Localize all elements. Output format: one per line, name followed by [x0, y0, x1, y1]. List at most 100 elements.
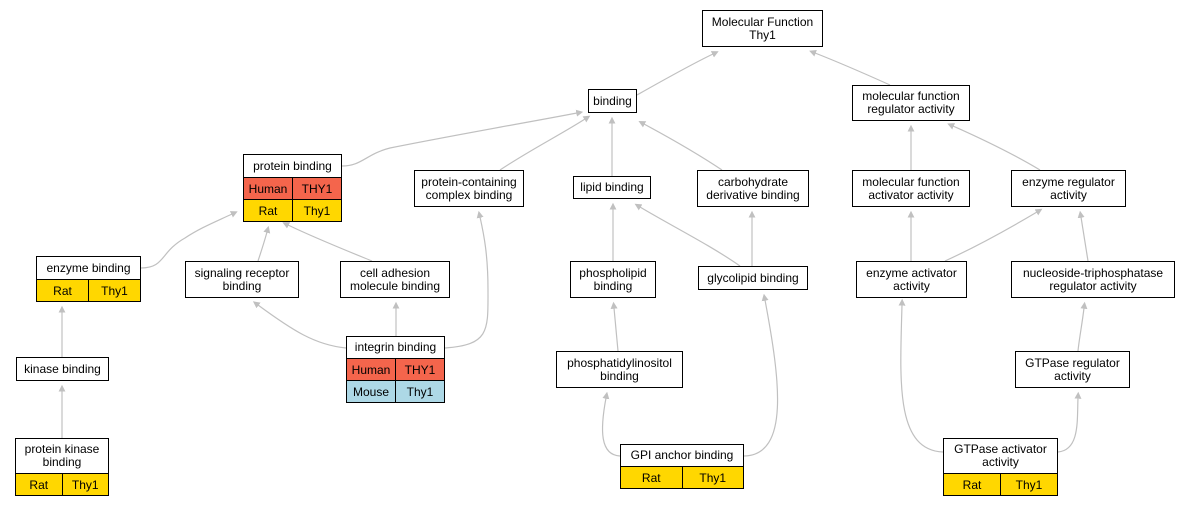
edge-gpi-to-glycolipid: [743, 293, 779, 457]
edge-glycolipid-to-lipid_binding: [634, 203, 741, 267]
annotation-row: Rat Thy1: [944, 473, 1057, 495]
term-label-line: GTPase activator: [954, 442, 1047, 456]
gene-cell: Thy1: [1000, 474, 1057, 495]
edge-gtpase_aa-to-gtpase_ra: [1057, 391, 1082, 453]
edge-gtpase_ra-to-ntpra: [1077, 301, 1088, 352]
term-label-line: cell adhesion: [359, 265, 431, 280]
species-cell: Mouse: [352, 384, 390, 399]
gene-cell: Thy1: [88, 280, 140, 301]
term-node-glycolipid[interactable]: glycolipid binding: [698, 266, 808, 290]
species-cell: Rat: [962, 477, 982, 492]
species-cell: Rat: [258, 203, 278, 218]
term-label-line: Thy1: [749, 27, 776, 42]
edge-gpi-to-pib: [601, 391, 621, 457]
term-label: binding: [589, 90, 636, 112]
term-label-line: phosphatidylinositol: [567, 355, 672, 370]
annotation-row: Rat Thy1: [244, 199, 341, 221]
species-cell: Human: [351, 362, 391, 377]
term-label-line: GTPase regulator: [1025, 355, 1120, 370]
term-label-line: lipid binding: [580, 180, 644, 194]
term-node-kinase[interactable]: kinase binding: [16, 357, 109, 381]
annotation-row: Human THY1: [244, 177, 341, 199]
species-cell: Rat: [641, 470, 661, 485]
term-label-line: regulator activity: [1049, 278, 1137, 293]
term-label: GPI anchor binding: [621, 445, 743, 466]
term-label-line: complex binding: [425, 187, 513, 202]
term-label-line: enzyme binding: [46, 260, 131, 275]
gene-cell: THY1: [395, 359, 444, 380]
term-label-line: binding: [593, 278, 633, 293]
species-cell: Rat: [29, 477, 49, 492]
term-label: lipid binding: [574, 177, 650, 198]
edge-pccb-to-binding: [499, 115, 591, 171]
annotation-row: Human THY1: [347, 358, 444, 380]
term-label-line: protein kinase: [24, 442, 100, 456]
gene-cell: Thy1: [61, 474, 109, 495]
term-label: enzyme binding: [37, 257, 140, 279]
edge-gtpase_aa-to-eaa: [898, 298, 944, 453]
edge-cdb-to-binding: [638, 121, 723, 171]
term-label-line: binding: [593, 93, 632, 108]
term-label-line: derivative binding: [706, 187, 800, 202]
term-label-line: activity: [982, 455, 1019, 469]
term-label-line: carbohydrate: [717, 174, 789, 189]
gene-cell: Thy1: [292, 200, 341, 221]
term-label-line: molecule binding: [349, 278, 441, 293]
edge-enzyme_binding-to-protein_binding: [140, 211, 238, 269]
term-label-line: signaling receptor: [194, 265, 290, 280]
term-label-line: protein binding: [253, 158, 332, 173]
term-label-line: activity: [1050, 187, 1087, 202]
term-label-line: binding: [42, 455, 82, 469]
annotation-row: Rat Thy1: [37, 279, 140, 301]
gene-cell: Thy1: [395, 381, 444, 402]
term-label-line: protein-containing: [421, 174, 517, 189]
gene-cell: THY1: [292, 178, 341, 199]
term-label-line: kinase binding: [24, 361, 101, 376]
term-label-line: glycolipid binding: [707, 270, 799, 285]
term-label-line: activator activity: [868, 187, 954, 202]
term-label-line: binding: [222, 278, 262, 293]
edge-pib-to-phospholipid: [610, 301, 619, 352]
term-label-line: regulator activity: [867, 102, 955, 116]
annotation-row: Mouse Thy1: [347, 380, 444, 402]
edge-ntpra-to-era: [1077, 210, 1089, 262]
species-cell: Human: [248, 181, 288, 196]
term-node-binding[interactable]: binding: [588, 89, 637, 113]
term-node-lipid-binding[interactable]: lipid binding: [573, 176, 651, 199]
edge-camb-to-protein_binding: [282, 222, 373, 262]
term-label: protein binding: [244, 155, 341, 177]
species-cell: Rat: [53, 283, 72, 298]
term-label-line: molecular function: [862, 89, 960, 103]
term-label-line: enzyme activator: [866, 265, 957, 280]
